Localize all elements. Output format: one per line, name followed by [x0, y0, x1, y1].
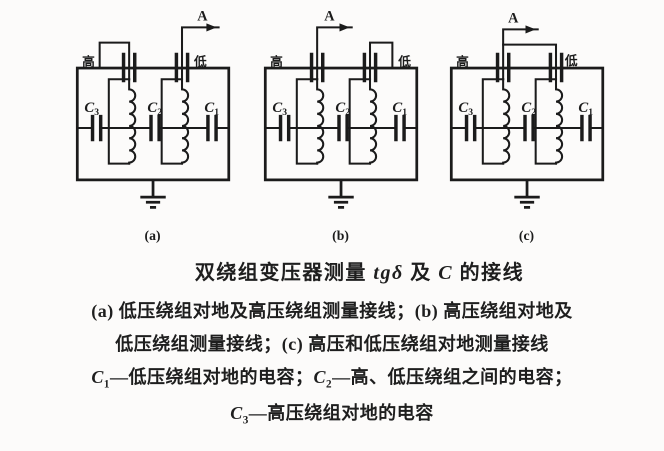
capacitor-c2-label: C2 [335, 100, 350, 118]
hv-label: 高 [270, 54, 283, 69]
capacitor-c1 [206, 114, 218, 142]
circuit-diagram-b: A 高 低 C3 C2 C1 (b) [263, 8, 419, 244]
subfigure-label: (c) [519, 228, 534, 244]
capacitor-c3 [278, 114, 291, 142]
capacitor-c1-label: C1 [392, 100, 407, 118]
hv-winding-coil [502, 78, 511, 165]
capacitor-c3-label: C3 [458, 100, 473, 118]
capacitor-c2 [337, 114, 349, 142]
hv-winding-former [107, 78, 131, 165]
lv-bushing-plates [548, 52, 564, 83]
capacitor-c3 [90, 114, 103, 142]
caption-line-c1-c2: C1—低压绕组对地的电容；C2—高、低压绕组之间的电容； [91, 367, 573, 391]
caption-line-c3: C3—高压绕组对地的电容 [230, 402, 434, 427]
hv-label: 高 [456, 54, 469, 69]
hv-bushing-plates [121, 52, 137, 83]
terminal-a-label: A [324, 8, 335, 24]
arrowhead-icon [339, 23, 350, 32]
hv-bushing-plates [309, 52, 325, 83]
circuit-diagram-a: A 高 低 C3 C2 C1 (a) [75, 8, 231, 244]
caption-line-c: 低压绕组测量接线；(c) 高压和低压绕组对地测量接线 [115, 334, 549, 354]
lv-label: 低 [193, 54, 207, 69]
figure-title: 双绕组变压器测量 tgδ 及 C 的接线 [194, 262, 525, 284]
hv-winding-coil [316, 78, 325, 165]
ground-symbol [140, 179, 166, 209]
subfigure-label: (b) [332, 228, 349, 244]
lv-winding-former [534, 78, 558, 165]
hv-bushing-plates [495, 52, 511, 83]
lv-label: 低 [564, 53, 578, 68]
capacitor-c2 [149, 114, 161, 142]
capacitor-c3 [464, 114, 477, 142]
hv-winding-former [295, 78, 319, 165]
terminal-a-label: A [508, 10, 519, 26]
terminal-a-label: A [197, 8, 208, 24]
lv-label: 低 [397, 54, 411, 69]
arrowhead-icon [206, 23, 217, 32]
hv-winding-former [481, 78, 505, 165]
capacitor-c2-label: C2 [147, 100, 162, 118]
capacitor-c3-label: C3 [272, 100, 287, 118]
hv-ground-strap [98, 41, 131, 81]
capacitor-c1 [580, 114, 592, 142]
capacitor-c1-label: C1 [578, 100, 593, 118]
lv-winding-coil [554, 78, 564, 165]
lv-bushing-plates [362, 52, 378, 83]
ground-symbol [514, 179, 540, 209]
lv-winding-former [348, 78, 372, 165]
capacitor-c2 [523, 114, 535, 142]
lv-winding-former [160, 78, 184, 165]
capacitor-c3-label: C3 [84, 100, 99, 118]
caption-line-ab: (a) 低压绕组对地及高压绕组测量接线；(b) 高压绕组对地及 [91, 301, 573, 321]
hv-label: 高 [82, 54, 95, 69]
lv-ground-strap [368, 41, 394, 81]
hv-winding-coil [128, 78, 137, 165]
subfigure-label: (a) [145, 228, 161, 244]
lv-winding-coil [368, 78, 378, 165]
circuit-diagram-c: A 高 低 C3 C2 C1 (c) [449, 10, 605, 244]
capacitor-c2-label: C2 [521, 100, 536, 118]
arrowhead-icon [525, 25, 536, 34]
capacitor-c1 [394, 114, 406, 142]
lv-winding-coil [180, 78, 190, 165]
figure-caption-block: 双绕组变压器测量 tgδ 及 C 的接线 (a) 低压绕组对地及高压绕组测量接线… [0, 256, 664, 426]
bushing-bus-link [502, 43, 558, 81]
lv-bushing-plates [174, 52, 190, 83]
ground-symbol [328, 179, 354, 209]
capacitor-c1-label: C1 [204, 100, 219, 118]
